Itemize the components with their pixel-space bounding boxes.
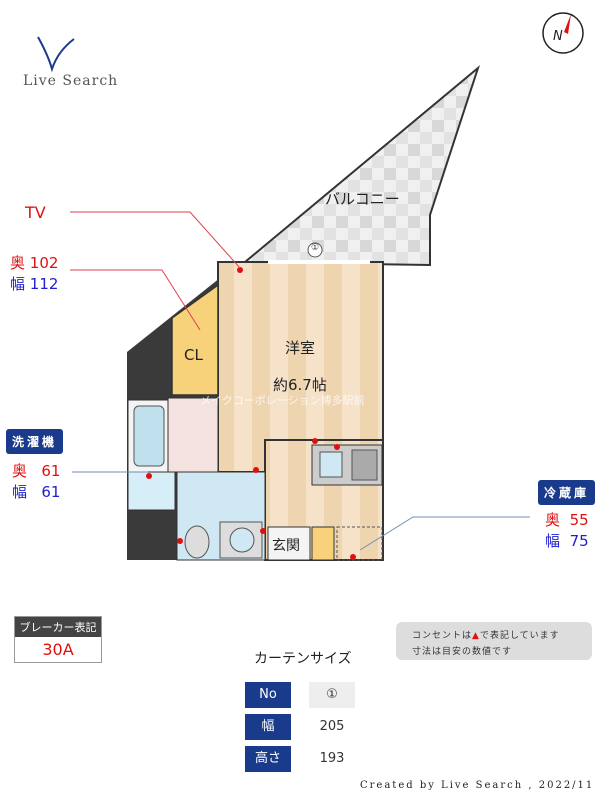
closet-label: CL xyxy=(184,346,203,364)
cl-depth: 奥 102 xyxy=(10,254,59,272)
entrance xyxy=(267,526,311,561)
watermark: メイクコーポレーション博多駅前 xyxy=(200,394,365,407)
vanity-area xyxy=(167,397,219,473)
breaker-title: ブレーカー表記 xyxy=(15,617,101,637)
breaker-value: 30A xyxy=(42,640,74,659)
window-number: ① xyxy=(311,243,320,253)
fridge-depth: 奥 55 xyxy=(545,511,589,529)
shoe-box xyxy=(311,526,335,561)
balcony-area xyxy=(242,65,481,267)
outlet-markers xyxy=(146,267,356,560)
logo-mark-icon xyxy=(37,36,75,73)
washer-depth: 奥 61 xyxy=(12,462,61,480)
tv-label: TV xyxy=(25,203,46,222)
washer-width: 幅 61 xyxy=(12,483,61,501)
curtain-title: カーテンサイズ xyxy=(254,651,352,667)
western-room-label: 洋室 xyxy=(285,339,316,357)
cl-leader xyxy=(70,269,201,331)
fridge-width: 幅 75 xyxy=(545,532,589,550)
entrance-label: 玄関 xyxy=(272,538,300,554)
western-room-size: 約6.7帖 xyxy=(273,376,327,394)
compass-icon xyxy=(542,12,584,54)
logo-text: Live Search xyxy=(23,73,119,89)
tv-leader xyxy=(70,211,241,269)
closet xyxy=(171,283,219,396)
fridge-leader xyxy=(359,516,530,551)
fridge-space xyxy=(336,526,383,561)
breaker-box: ブレーカー表記 30A xyxy=(14,616,102,663)
outlet-icon: ▲ xyxy=(472,631,480,641)
footer-credit: Created by Live Search , 2022/11 xyxy=(360,780,595,791)
washer-space xyxy=(127,471,176,511)
balcony-label: バルコニー xyxy=(325,190,400,208)
washer-tag: 洗濯機 xyxy=(6,429,64,454)
note-box: コンセントは▲で表記しています 寸法は目安の数値です xyxy=(396,622,592,660)
compass-north-label: N xyxy=(553,29,563,44)
fridge-tag: 冷蔵庫 xyxy=(538,480,596,505)
cl-width: 幅 112 xyxy=(10,275,59,293)
